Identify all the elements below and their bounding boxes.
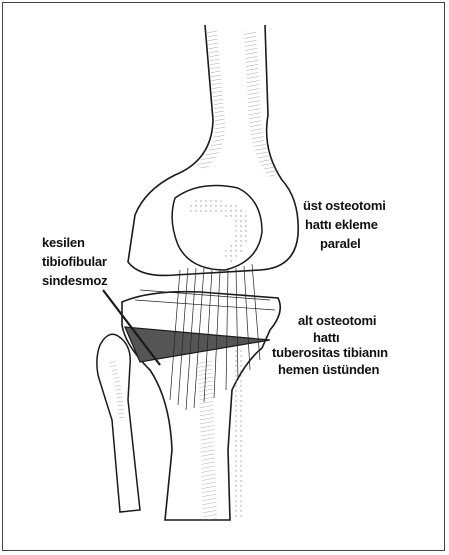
label-lower-line-1: alt osteotomi <box>298 313 376 329</box>
label-left-line-3: sindesmoz <box>42 273 107 289</box>
tibia <box>122 292 280 520</box>
label-lower-line-2: hattı <box>313 330 339 346</box>
label-left-line-2: tibiofibular <box>42 254 107 270</box>
label-left-line-1: kesilen <box>42 235 85 251</box>
label-lower-line-4: hemen üstünden <box>278 362 379 378</box>
label-upper-line-2: hattı ekleme <box>305 217 378 233</box>
label-upper-line-3: paralel <box>320 236 361 252</box>
fibula <box>97 334 140 512</box>
label-lower-line-3: tuberositas tibianın <box>272 345 388 361</box>
label-upper-line-1: üst osteotomi <box>303 198 386 214</box>
